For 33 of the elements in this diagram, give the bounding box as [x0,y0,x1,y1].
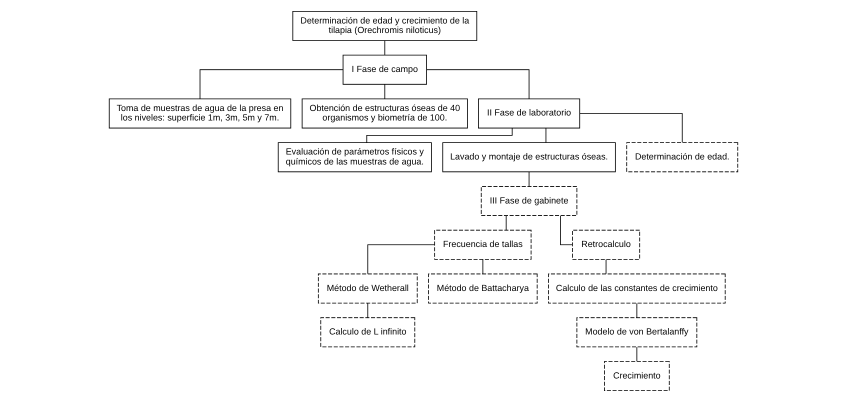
connector [366,244,434,274]
connector [560,215,572,246]
node-box: Toma de muestras de agua de la presa en los niveles: superficie 1m, 3m, 5m y 7m. [108,98,291,128]
connector [528,172,529,187]
connector [545,128,546,143]
node-box: Determinación de edad y crecimiento de la tilapia (Orechromis niloticus) [292,10,477,41]
node-box: Método de Wetherall [317,274,418,304]
node-box: Retrocalculo [572,230,640,260]
connector [366,302,368,318]
node-box: Modelo de von Bertalanffy [576,317,697,348]
node-box: Calculo de L infinito [320,317,415,348]
connector [199,69,343,100]
node-box: Frecuencia de tallas [434,230,531,260]
connector [482,259,483,274]
connector [366,128,512,143]
connector [426,69,529,100]
connector [384,84,385,100]
node-box: Obtención de estructuras óseas de 40 organismos y biometría de 100. [301,98,468,128]
connector [636,302,637,318]
node-box: I Fase de campo [342,54,426,85]
connector [578,113,682,143]
node-box: Lavado y montaje de estructuras óseas. [442,142,616,172]
connector [636,346,637,362]
node-box: Calculo de las constantes de crecimiento [548,274,726,304]
node-box: Método de Battacharya [428,274,538,304]
connector [605,259,606,274]
node-box: Crecimiento [604,361,670,392]
node-box: Evaluación de parámetros físicos y químicos de las muestras de agua. [277,142,432,172]
connector [384,40,385,56]
node-box: III Fase de gabinete [480,186,577,216]
connector [505,215,506,230]
node-box: Determinación de edad. [626,142,738,172]
node-box: II Fase de laboratorio [478,98,580,128]
